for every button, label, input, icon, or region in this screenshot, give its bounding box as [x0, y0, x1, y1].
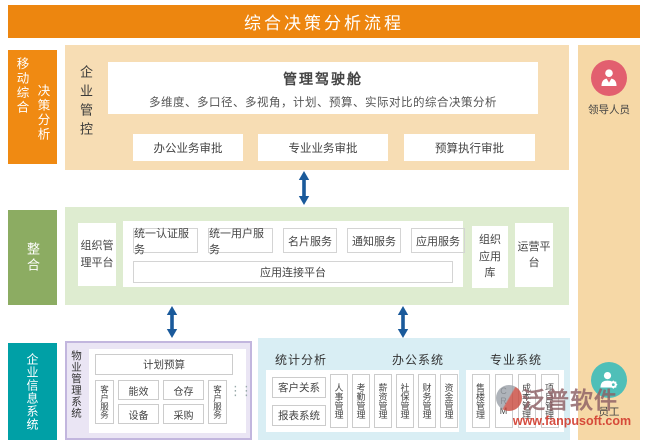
service-bus-box: 统一认证服务 统一用户服务 名片服务 通知服务 应用服务 应用连接平台	[123, 221, 465, 287]
label-mobile-decision-analysis: 移动综合 决策分析	[8, 50, 57, 164]
label-mobile-line2: 决策分析	[35, 84, 50, 142]
box-operation-platform: 运营平台	[515, 223, 553, 287]
label-enterprise-info-system: 企业信息系统	[8, 343, 57, 440]
box-project-management: 项目管理	[540, 374, 559, 428]
box-finance-management: 财务管理	[418, 374, 436, 428]
service-row: 统一认证服务 统一用户服务 名片服务 通知服务 应用服务	[133, 228, 465, 256]
box-app-service: 应用服务	[411, 228, 465, 253]
employee-gear-icon	[591, 362, 627, 398]
box-attendance-management: 考勤管理	[352, 374, 370, 428]
box-procurement: 采购	[163, 404, 204, 424]
box-salary-management: 薪资管理	[374, 374, 392, 428]
label-leader-personnel: 领导人员	[588, 104, 630, 116]
property-inner-box: 计划预算 客户服务 能效 仓存 设备 采购 客户服务 ⋮⋮	[89, 349, 253, 433]
stats-group-box: 客户关系 报表系统	[266, 370, 332, 432]
box-sales-management: 售楼管理	[471, 374, 490, 428]
box-app-connect-platform: 应用连接平台	[133, 261, 453, 283]
box-energy-efficiency: 能效	[118, 380, 159, 400]
box-office-business-approval: 办公业务审批	[133, 134, 243, 161]
ellipsis-more-indicator: ⋮⋮	[229, 383, 253, 398]
header-professional-system: 专业系统	[489, 353, 542, 367]
box-warehouse: 仓存	[163, 380, 204, 400]
box-card-service: 名片服务	[283, 228, 337, 253]
header-office-system: 办公系统	[391, 353, 444, 367]
box-customer-service: 客户服务	[95, 380, 114, 424]
box-cost-management: 成本管理	[517, 374, 536, 428]
panel-business-systems: 统计分析 办公系统 专业系统 客户关系 报表系统 人事管理 考勤管理 薪资管理 …	[258, 338, 570, 440]
box-org-management-platform: 组织管理平台	[78, 223, 116, 286]
double-arrow-icon	[166, 306, 178, 338]
double-arrow-icon	[298, 171, 310, 205]
label-enterprise-control: 企业管控	[78, 65, 93, 141]
office-group-box: 人事管理 考勤管理 薪资管理 社保管理 财务管理 资金管理	[329, 370, 459, 432]
box-hr-management: 人事管理	[330, 374, 348, 428]
box-professional-business-approval: 专业业务审批	[258, 134, 388, 161]
double-arrow-icon	[397, 306, 409, 338]
cockpit-subtitle: 多维度、多口径、多视角，计划、预算、实际对比的综合决策分析	[149, 97, 497, 109]
box-org-app-library: 组织应用库	[472, 226, 508, 288]
box-equipment: 设备	[118, 404, 159, 424]
box-plan-budget: 计划预算	[95, 354, 233, 375]
cockpit-title: 管理驾驶舱	[283, 71, 363, 87]
leader-person-icon	[591, 60, 627, 96]
section-integration-platform: 组织管理平台 统一认证服务 统一用户服务 名片服务 通知服务 应用服务 应用连接…	[65, 207, 569, 305]
section-enterprise-control: 企业管控 管理驾驶舱 多维度、多口径、多视角，计划、预算、实际对比的综合决策分析…	[65, 45, 569, 170]
page-title: 综合决策分析流程	[8, 5, 640, 38]
right-roles-rail: 领导人员 员工	[578, 45, 640, 440]
box-report-system: 报表系统	[272, 405, 326, 426]
box-notify-service: 通知服务	[347, 228, 401, 253]
panel-property-management-system: 物业管理系统 计划预算 客户服务 能效 仓存 设备 采购 客户服务 ⋮⋮	[65, 341, 253, 440]
box-unified-user-service: 统一用户服务	[208, 228, 273, 256]
header-statistical-analysis: 统计分析	[274, 353, 327, 367]
box-crm: CRM	[494, 374, 513, 428]
label-property-management-system: 物业管理系统	[70, 350, 82, 419]
professional-group-box: 售楼管理 CRM 成本管理 项目管理	[466, 370, 564, 432]
label-mobile-line1: 移动综合	[14, 57, 29, 115]
box-customer-service: 客户服务	[208, 380, 227, 424]
box-social-security-management: 社保管理	[396, 374, 414, 428]
label-integration: 整合	[8, 210, 57, 305]
box-customer-relations: 客户关系	[272, 377, 326, 398]
box-funds-management: 资金管理	[440, 374, 458, 428]
box-unified-auth-service: 统一认证服务	[133, 228, 198, 256]
box-budget-execution-approval: 预算执行审批	[404, 134, 535, 161]
management-cockpit-box: 管理驾驶舱 多维度、多口径、多视角，计划、预算、实际对比的综合决策分析	[108, 62, 538, 114]
label-employee: 员工	[598, 406, 620, 418]
